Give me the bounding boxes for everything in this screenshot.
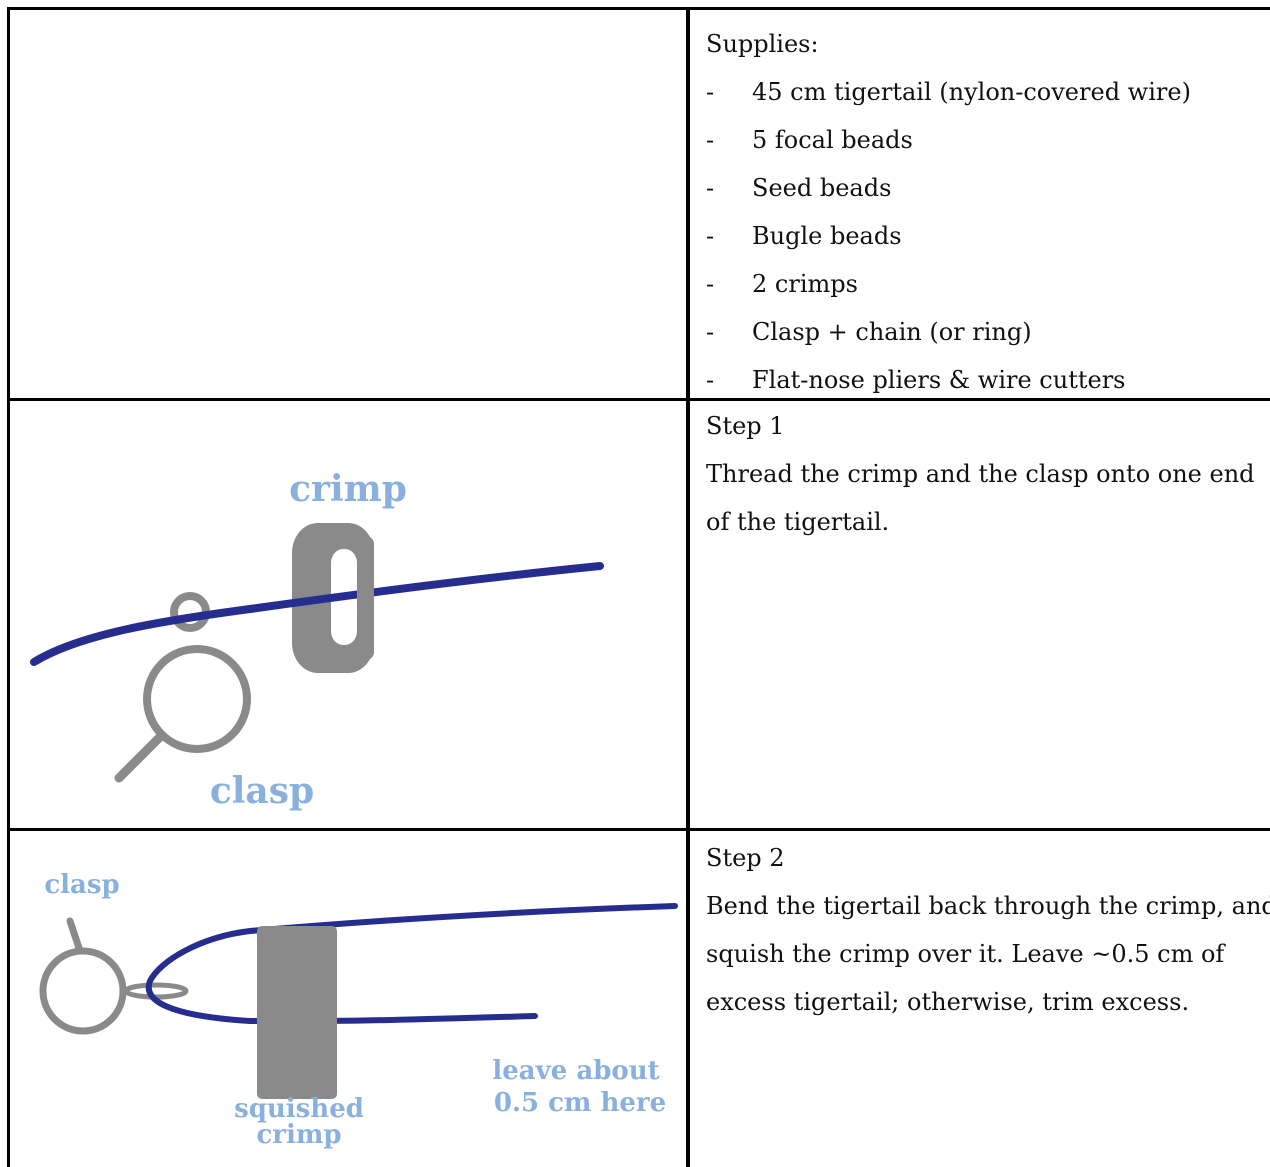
step2-cell: Step 2 Bend the tigertail back through t…: [706, 834, 1270, 1026]
step1-illustration: crimp clasp: [30, 468, 604, 812]
clasp-lever: [114, 730, 167, 783]
table-border-row2: [7, 828, 1270, 831]
step1-title: Step 1: [706, 412, 785, 440]
crimp-ring-front: [357, 536, 374, 660]
leave-about-label: 0.5 cm here: [494, 1088, 666, 1118]
table-border-left: [7, 7, 10, 1167]
table-border-row1: [7, 398, 1270, 401]
step1-cell: Step 1 Thread the crimp and the clasp on…: [706, 402, 1262, 546]
clasp-ring-large: [39, 947, 127, 1035]
step2-title: Step 2: [706, 844, 785, 872]
step2-text-line: excess tigertail; otherwise, trim excess…: [706, 988, 1190, 1016]
list-item: -Bugle beads: [706, 222, 902, 250]
list-item: -5 focal beads: [706, 126, 913, 154]
squished-crimp-label: squished: [234, 1094, 364, 1124]
step2-illustration: clasp squished crimp leave about 0.5 cm …: [39, 870, 678, 1150]
table-border-top: [7, 7, 1270, 10]
clasp-ring-large: [143, 645, 251, 753]
list-item: -Seed beads: [706, 174, 892, 202]
list-item: -2 crimps: [706, 270, 858, 298]
clasp-lever: [66, 917, 84, 955]
crimp-label: crimp: [289, 468, 407, 510]
step2-text-line: squish the crimp over it. Leave ~0.5 cm …: [706, 940, 1225, 968]
table-border-middle: [686, 7, 690, 1167]
list-item: -Clasp + chain (or ring): [706, 318, 1032, 346]
leave-about-label: leave about: [492, 1056, 659, 1086]
tigertail-wire: [145, 903, 678, 1025]
list-item: -Flat-nose pliers & wire cutters: [706, 366, 1126, 394]
clasp-ring-small: [123, 982, 189, 1000]
squished-crimp-label: crimp: [256, 1120, 341, 1150]
supplies-cell: Supplies: -45 cm tigertail (nylon-covere…: [706, 20, 1262, 404]
step1-text-line: Thread the crimp and the clasp onto one …: [706, 460, 1255, 488]
supplies-list: -45 cm tigertail (nylon-covered wire) -5…: [706, 68, 1262, 404]
tigertail-wire: [30, 562, 604, 666]
step2-text-line: Bend the tigertail back through the crim…: [706, 892, 1270, 920]
clasp-label: clasp: [210, 770, 314, 812]
squished-crimp: [257, 926, 337, 1099]
step1-text-line: of the tigertail.: [706, 508, 890, 536]
supplies-heading: Supplies:: [706, 30, 819, 58]
clasp-label: clasp: [44, 870, 119, 900]
list-item: -45 cm tigertail (nylon-covered wire): [706, 78, 1191, 106]
